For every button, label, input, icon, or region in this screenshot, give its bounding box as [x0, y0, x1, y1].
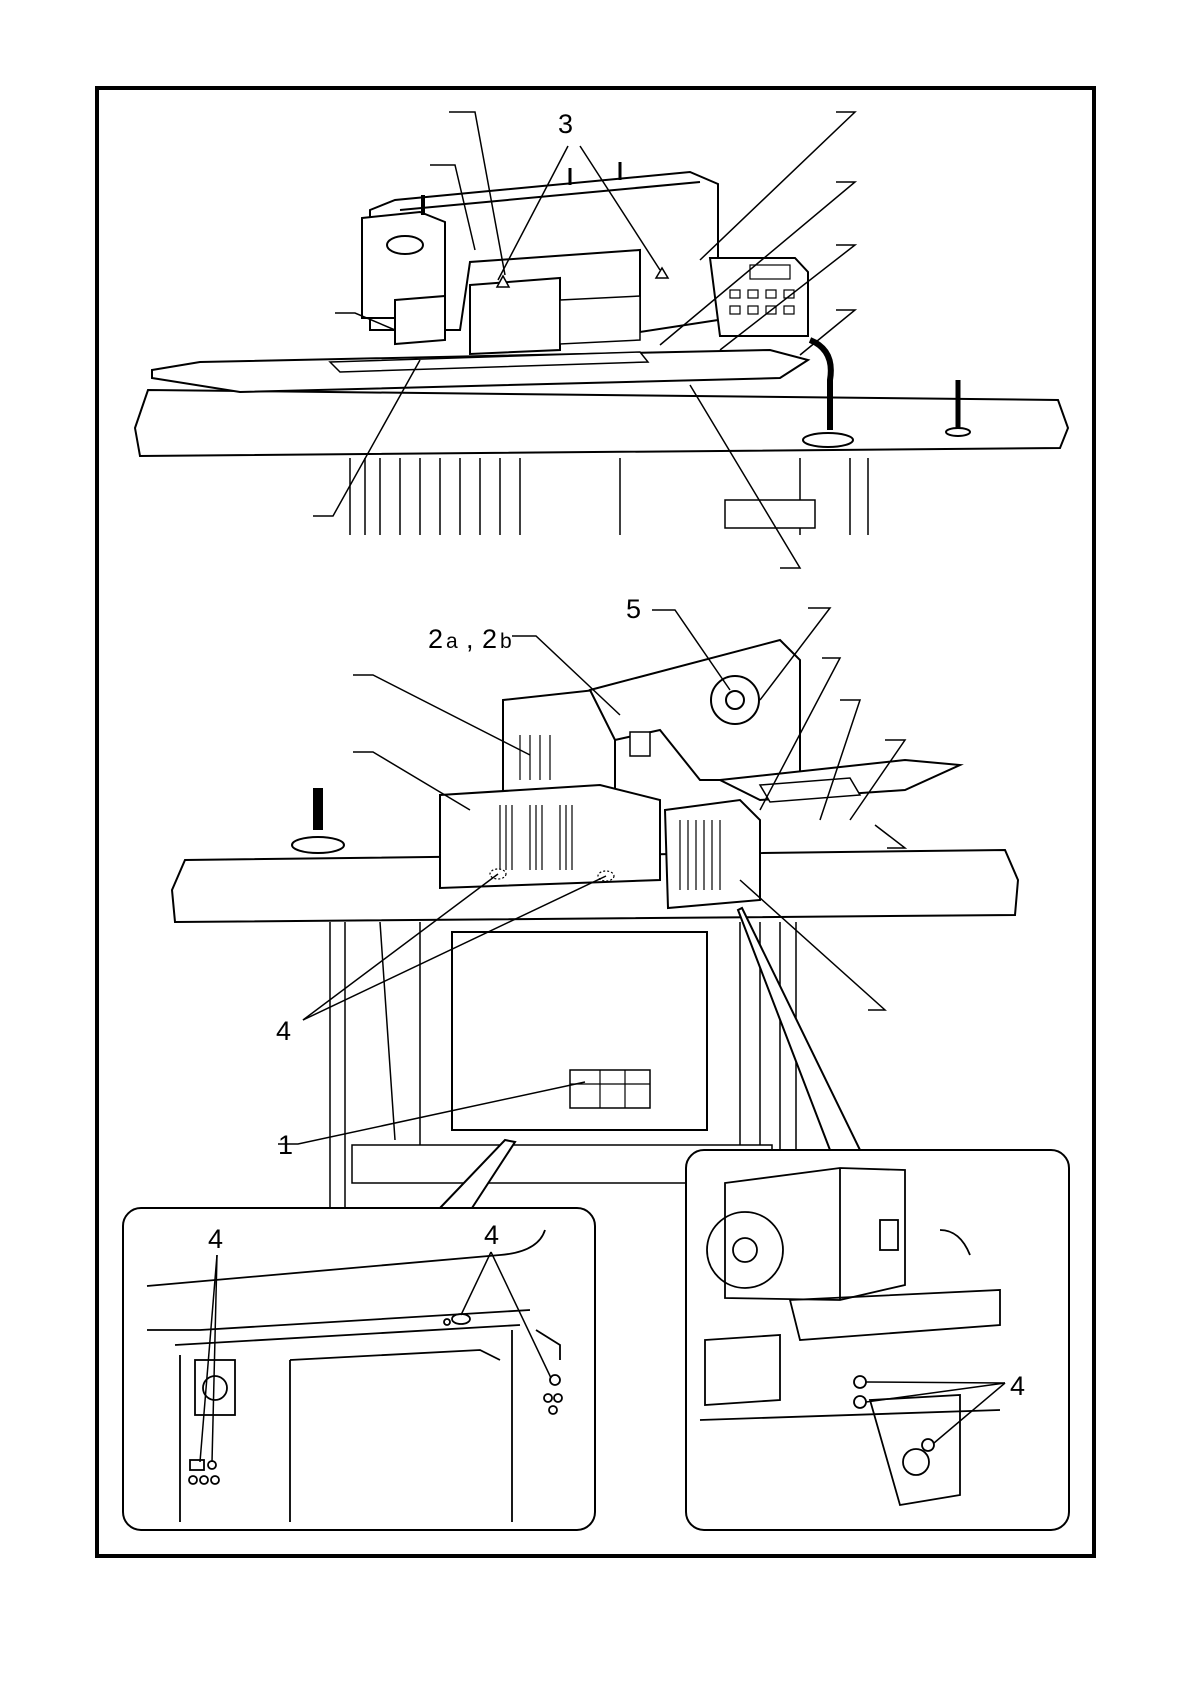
inset-right-panel	[686, 1150, 1069, 1530]
inset-left-panel	[123, 1208, 595, 1530]
label-2-second: 2	[482, 624, 497, 654]
work-plate	[152, 350, 808, 392]
top-machine-illustration	[135, 162, 1068, 535]
inset-right-pointer	[738, 908, 860, 1150]
motor-cover-lower	[440, 785, 660, 888]
label-1: 1	[278, 1130, 293, 1160]
label-2: 2	[428, 624, 443, 654]
top-table	[135, 390, 1068, 456]
label-4-inset-left-b: 4	[484, 1220, 499, 1250]
rear-machine-illustration	[172, 640, 1018, 1210]
label-comma: ,	[466, 624, 474, 654]
label-4-inset-right: 4	[1010, 1371, 1025, 1401]
label-5: 5	[626, 594, 641, 624]
label-3: 3	[558, 109, 573, 139]
label-4-inset-left-a: 4	[208, 1224, 223, 1254]
label-b: b	[500, 630, 512, 653]
label-a: a	[446, 630, 458, 653]
label-4-rear: 4	[276, 1016, 291, 1046]
